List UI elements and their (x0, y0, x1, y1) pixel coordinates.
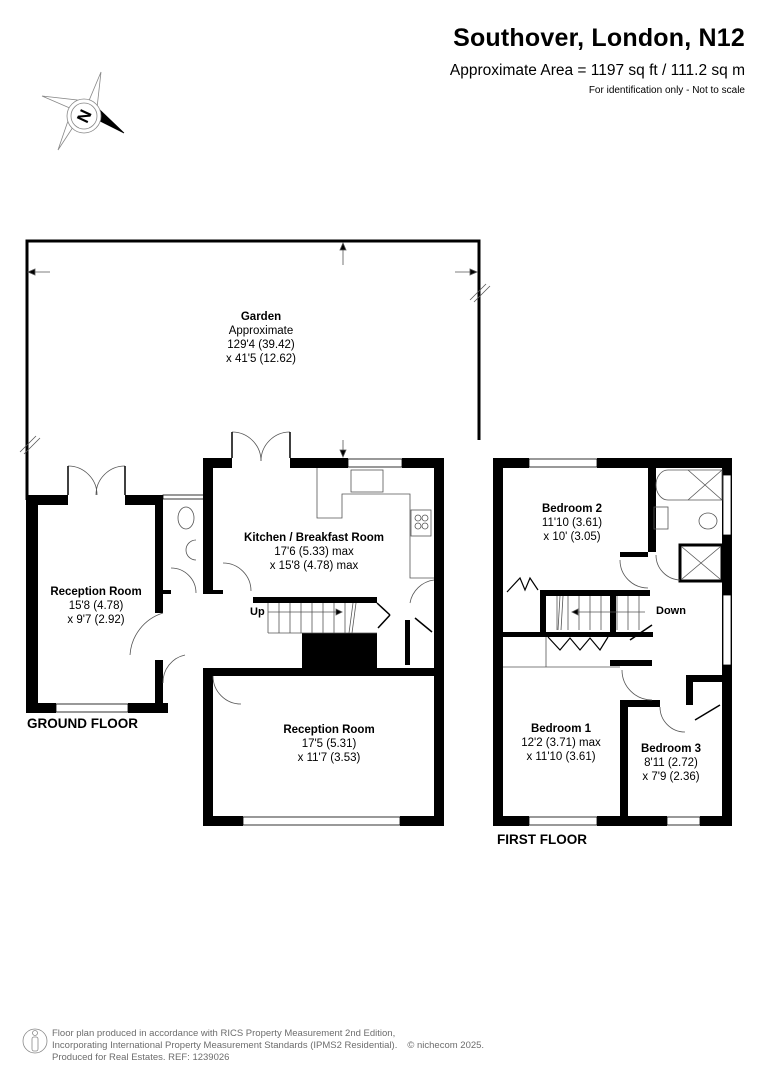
garden-dim-width: x 41'5 (12.62) (226, 353, 296, 365)
room-name: Bedroom 2 (541, 503, 603, 515)
scale-disclaimer: For identification only - Not to scale (588, 85, 745, 96)
ground-floor-label: GROUND FLOOR (27, 716, 138, 731)
north-compass-icon: N (41, 71, 125, 151)
room-dim-2: x 11'10 (3.61) (526, 751, 596, 763)
room-dim-2: x 7'9 (2.36) (642, 771, 700, 783)
footer-line-2: Incorporating International Property Mea… (52, 1040, 398, 1051)
room-name: Bedroom 1 (530, 723, 592, 735)
room-label-bedroom-2: Bedroom 2 11'10 (3.61) x 10' (3.05) (542, 502, 602, 544)
garden-name: Garden (240, 311, 282, 323)
first-floor-label: FIRST FLOOR (497, 832, 587, 847)
room-name: Bedroom 3 (640, 743, 702, 755)
garden-label: Garden Approximate 129'4 (39.42) x 41'5 … (226, 310, 296, 366)
person-measurement-icon (22, 1028, 48, 1054)
footer-line-1: Floor plan produced in accordance with R… (52, 1028, 396, 1039)
footer-line-3: Produced for Real Estates. REF: 1239026 (52, 1052, 230, 1063)
approximate-area: Approximate Area = 1197 sq ft / 111.2 sq… (449, 62, 745, 79)
room-dim-1: 15'8 (4.78) (68, 600, 124, 612)
room-dim-1: 12'2 (3.71) max (521, 737, 601, 749)
room-name: Reception Room (283, 724, 375, 736)
garden-boundary (25, 239, 481, 500)
garden-dim-length: 129'4 (39.42) (227, 339, 295, 351)
room-label-reception-room-1: Reception Room 15'8 (4.78) x 9'7 (2.92) (50, 585, 141, 627)
room-dim-2: x 15'8 (4.78) max (269, 560, 359, 572)
room-label-reception-room-2: Reception Room 17'5 (5.31) x 11'7 (3.53) (283, 723, 374, 765)
room-label-bedroom-3: Bedroom 3 8'11 (2.72) x 7'9 (2.36) (641, 742, 701, 784)
stairs-up-label: Up (250, 606, 265, 618)
room-dim-1: 11'10 (3.61) (541, 517, 603, 529)
room-label-kitchen-breakfast-room: Kitchen / Breakfast Room 17'6 (5.33) max… (244, 531, 384, 573)
footer-disclaimer: Floor plan produced in accordance with R… (52, 1028, 484, 1064)
room-dim-1: 8'11 (2.72) (644, 757, 698, 769)
room-name: Reception Room (50, 586, 142, 598)
room-dim-2: x 9'7 (2.92) (67, 614, 125, 626)
room-dim-1: 17'5 (5.31) (301, 738, 357, 750)
garden-qualifier: Approximate (228, 325, 294, 337)
property-title: Southover, London, N12 (453, 24, 745, 52)
copyright: © nichecom 2025. (407, 1040, 485, 1051)
room-dim-1: 17'6 (5.33) max (274, 546, 354, 558)
room-name: Kitchen / Breakfast Room (244, 532, 384, 544)
room-label-bedroom-1: Bedroom 1 12'2 (3.71) max x 11'10 (3.61) (521, 722, 601, 764)
room-dim-2: x 11'7 (3.53) (297, 752, 361, 764)
ground-floor-walls (26, 458, 444, 826)
stairs-down-label: Down (656, 605, 686, 617)
room-dim-2: x 10' (3.05) (543, 531, 601, 543)
